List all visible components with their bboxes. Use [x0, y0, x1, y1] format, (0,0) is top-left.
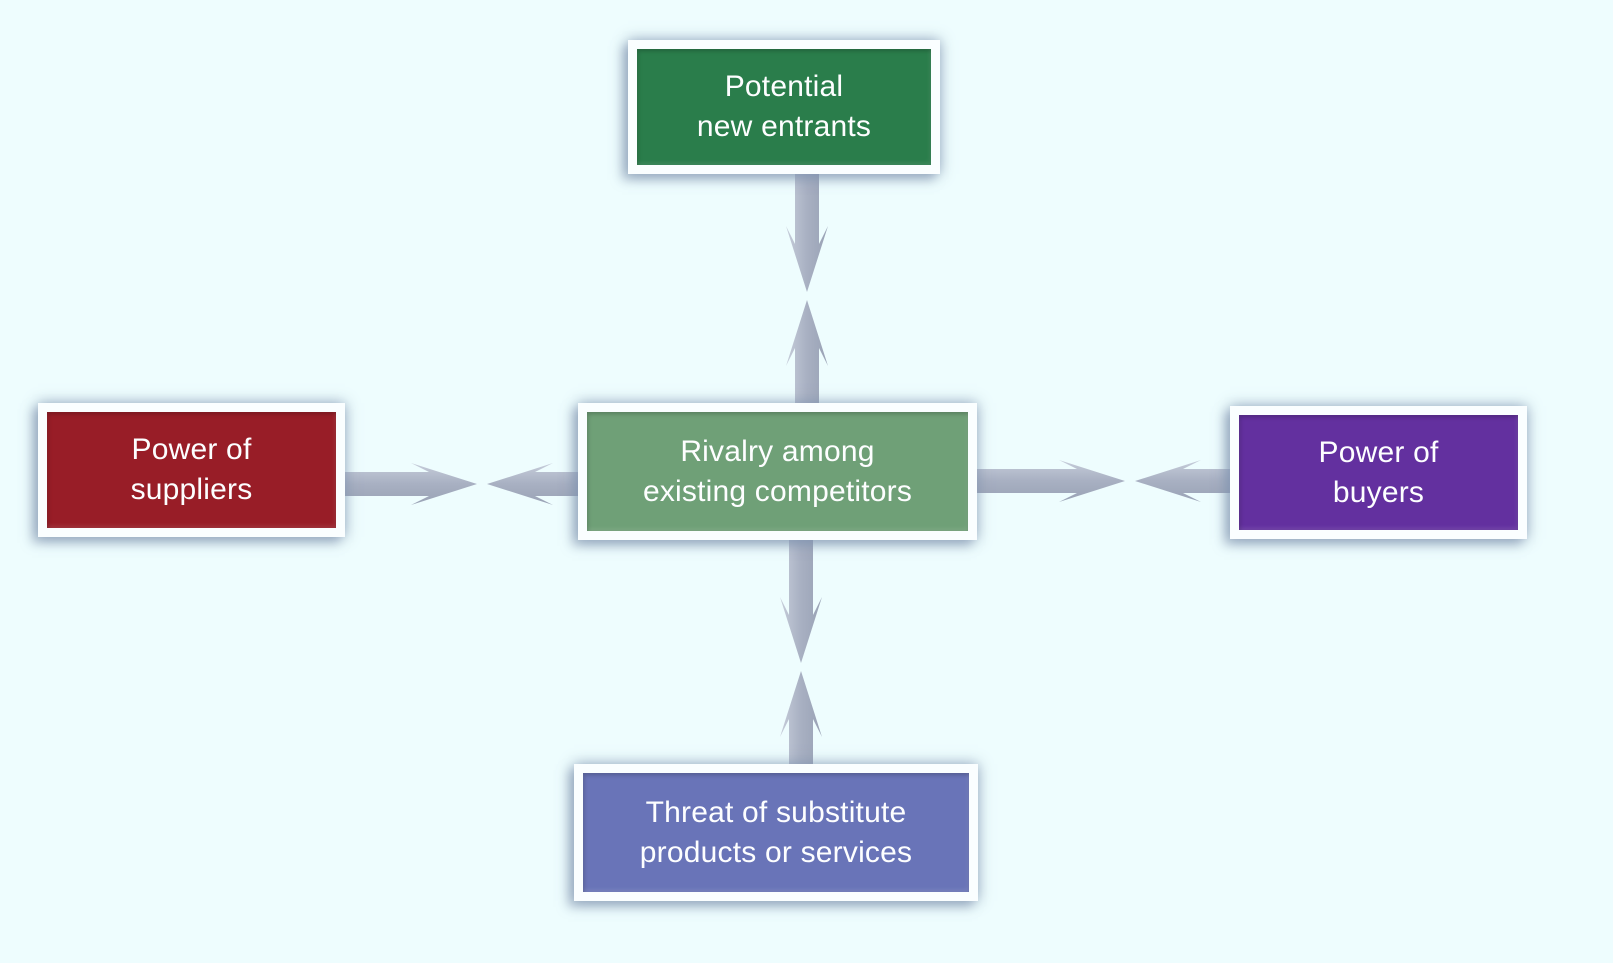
arrow-center-to-left: [487, 463, 582, 505]
box-power-of-buyers-label: Power of buyers: [1318, 435, 1439, 509]
arrow-left-to-center: [338, 463, 477, 505]
arrow-center-to-bottom: [780, 535, 822, 663]
arrow-center-to-top: [786, 300, 828, 408]
box-power-of-buyers: Power of buyers: [1230, 406, 1527, 539]
arrow-center-to-right: [970, 460, 1125, 502]
box-power-of-suppliers-label: Power of suppliers: [130, 433, 253, 506]
box-rivalry-existing-competitors: Rivalry among existing competitors: [578, 403, 977, 540]
box-potential-new-entrants-label: Potential new entrants: [696, 70, 872, 143]
box-power-of-suppliers: Power of suppliers: [38, 403, 345, 537]
arrow-top-to-center: [786, 168, 828, 292]
box-threat-of-substitutes-label: Threat of substitute products or service…: [639, 795, 913, 869]
box-threat-of-substitutes: Threat of substitute products or service…: [574, 764, 978, 901]
arrow-bottom-to-center: [780, 671, 822, 768]
box-potential-new-entrants: Potential new entrants: [628, 40, 940, 174]
arrow-right-to-center: [1135, 460, 1234, 502]
box-rivalry-existing-competitors-label: Rivalry among existing competitors: [642, 434, 913, 508]
